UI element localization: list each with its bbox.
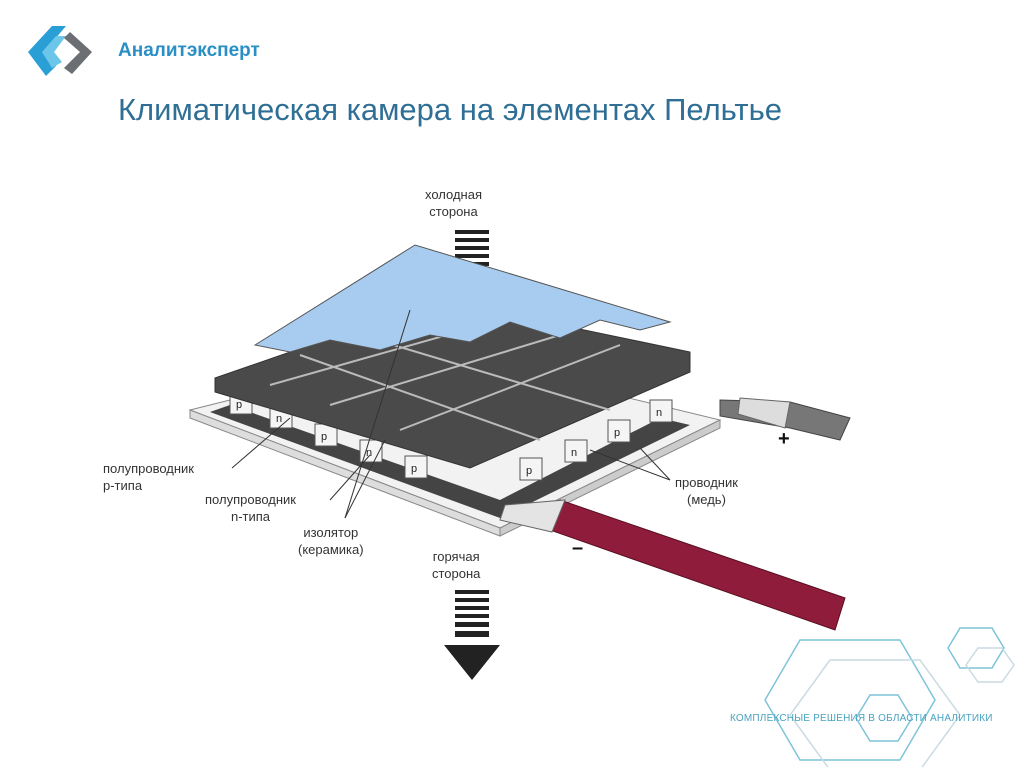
pellet-label: p [321, 431, 327, 443]
positive-wire-end [737, 397, 791, 429]
pellet-label: p [411, 463, 417, 475]
negative-wire-end [499, 499, 566, 533]
cold-ceramic-plate [253, 244, 672, 353]
pellet-label: p [526, 465, 532, 477]
pellet-label: n [656, 407, 662, 419]
n-type-label: полупроводник n-типа [205, 492, 296, 524]
hot-side-label: горячая сторона [432, 549, 481, 581]
brand-name: Аналитэксперт [118, 40, 260, 61]
hexagon-decoration [764, 627, 1015, 767]
negative-wire [549, 499, 846, 631]
conductor-label: проводник (медь) [675, 475, 738, 507]
minus-sign: – [572, 537, 584, 559]
brand-logo [28, 26, 92, 76]
plus-sign: + [778, 428, 790, 450]
pellet-label: p [614, 427, 620, 439]
slide-title: Климатическая камера на элементах Пельть… [118, 92, 782, 127]
p-type-label: полупроводник p-типа [103, 461, 194, 493]
hot-side-arrow [444, 590, 500, 680]
cold-side-label: холодная сторона [425, 187, 483, 219]
insulator-label: изолятор (керамика) [298, 525, 364, 557]
pellet-label: p [236, 399, 242, 411]
brand-slogan: КОМПЛЕКСНЫЕ РЕШЕНИЯ В ОБЛАСТИ АНАЛИТИКИ [730, 713, 993, 724]
pellet-label: n [276, 413, 282, 425]
pellet-label: n [366, 447, 372, 459]
pellet-label: n [571, 447, 577, 459]
